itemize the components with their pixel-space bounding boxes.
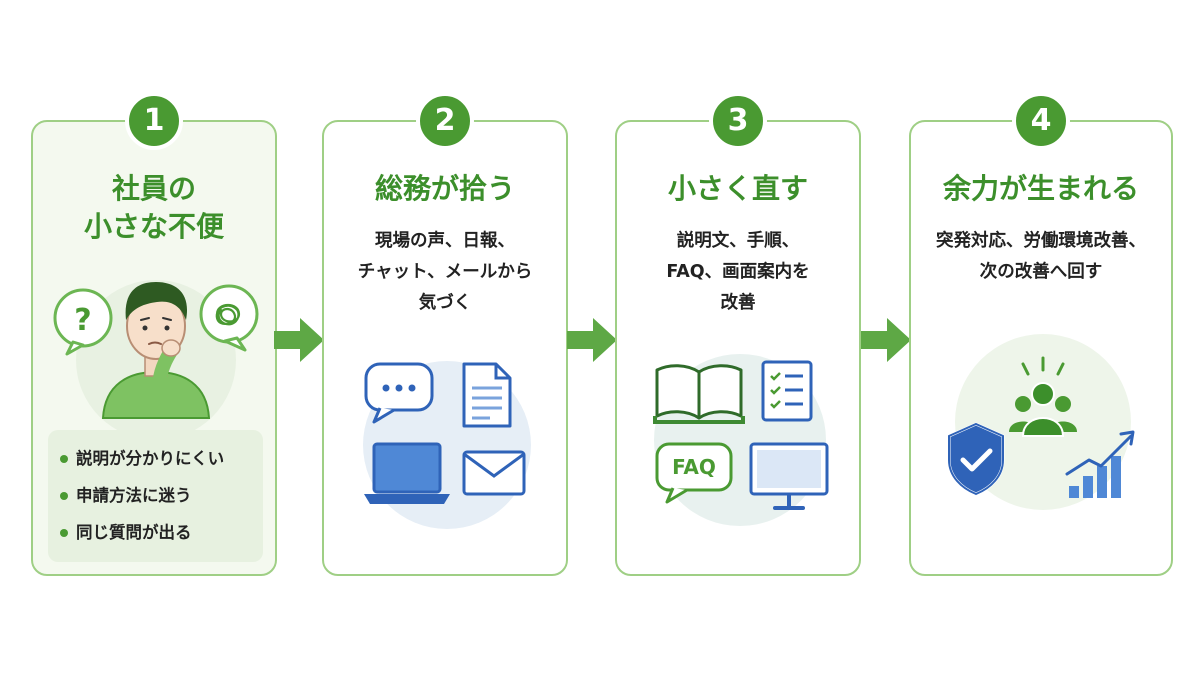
step-card-3: 3 小さく直す 説明文、手順、 FAQ、画面案内を 改善 [615, 92, 861, 576]
step-card-1: 1 社員の 小さな不便 ? [31, 92, 277, 576]
shield-check-icon [947, 422, 1005, 496]
step-number-badge: 2 [416, 92, 474, 150]
step-description-line: 次の改善へ回す [979, 262, 1103, 282]
confused-person-icon [101, 282, 211, 419]
pain-point-text: 同じ質問が出る [76, 523, 192, 542]
step-number-badge: 4 [1012, 92, 1070, 150]
step-title: 余力が生まれる [942, 172, 1139, 205]
bullet-dot-icon [60, 529, 68, 537]
step-description-line: FAQ、画面案内を [666, 262, 810, 282]
checklist-icon [761, 360, 813, 422]
team-icon [1009, 356, 1077, 437]
step-4-illustration [947, 334, 1135, 510]
step-description-line: 改善 [720, 293, 756, 313]
step-card-4: 4 余力が生まれる 突発対応、労働環境改善、 次の改善へ回す [909, 92, 1173, 576]
pain-point-item: 申請方法に迷う [58, 477, 253, 514]
step-description: 突発対応、労働環境改善、 次の改善へ回す [915, 226, 1167, 288]
step-title: 小さく直す [667, 172, 808, 205]
step-3-illustration [653, 354, 829, 526]
step-2-illustration [363, 361, 531, 529]
faq-label: FAQ [672, 455, 716, 479]
question-bubble-icon: ? [53, 288, 113, 356]
step-description: 説明文、手順、 FAQ、画面案内を 改善 [627, 226, 849, 319]
pain-point-item: 説明が分かりにくい [58, 440, 253, 477]
step-title: 総務が拾う [374, 172, 515, 205]
step-number-badge: 3 [709, 92, 767, 150]
step-title-line-1: 社員の [111, 172, 196, 205]
mail-icon [462, 450, 526, 496]
bullet-dot-icon [60, 455, 68, 463]
step-description-line: 気づく [418, 293, 472, 313]
step-number-badge: 1 [125, 92, 183, 150]
growth-chart-icon [1065, 430, 1135, 498]
chat-bubble-icon [364, 362, 434, 424]
flow-arrow-icon [567, 318, 617, 362]
pain-point-text: 説明が分かりにくい [76, 449, 225, 468]
step-description-line: 説明文、手順、 [676, 231, 800, 251]
pain-points-box: 説明が分かりにくい 申請方法に迷う 同じ質問が出る [48, 430, 263, 562]
step-description-line: チャット、メールから [357, 262, 533, 282]
flow-arrow-icon [861, 318, 911, 362]
pain-point-item: 同じ質問が出る [58, 514, 253, 551]
faq-bubble-icon [655, 442, 733, 504]
flow-arrow-icon [274, 318, 324, 362]
document-icon [462, 362, 512, 428]
step-description-line: 突発対応、労働環境改善、 [936, 231, 1146, 251]
step-title-line-2: 小さな不便 [83, 210, 224, 243]
step-title: 社員の 小さな不便 [33, 170, 275, 246]
step-card-2: 2 総務が拾う 現場の声、日報、 チャット、メールから 気づく [322, 92, 568, 576]
svg-text:?: ? [74, 303, 91, 338]
tangled-thought-bubble-icon [199, 284, 259, 352]
step-1-illustration: ? [53, 280, 259, 432]
step-description: 現場の声、日報、 チャット、メールから 気づく [334, 226, 556, 319]
monitor-icon [749, 442, 829, 510]
pain-point-text: 申請方法に迷う [76, 486, 192, 505]
laptop-icon [364, 442, 450, 504]
step-description-line: 現場の声、日報、 [375, 231, 515, 251]
bullet-dot-icon [60, 492, 68, 500]
open-book-icon [653, 364, 745, 424]
